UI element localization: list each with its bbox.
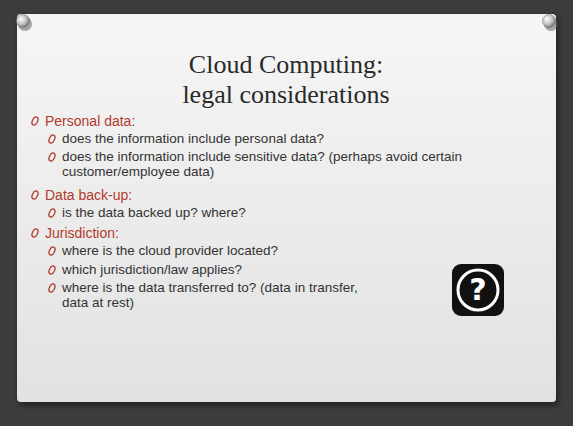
bullet-mark: [31, 228, 39, 238]
slide-panel: [17, 14, 556, 402]
bullet-heading: Data back-up:: [45, 187, 345, 203]
bullet-mark: [48, 246, 56, 256]
slide-title: Cloud Computing: legal considerations: [166, 50, 406, 110]
bullet-item: does the information include personal da…: [62, 131, 532, 146]
bullet-item: where is the data transferred to? (data …: [62, 280, 382, 310]
help-icon: ?: [452, 264, 504, 316]
pin: [543, 15, 559, 32]
icon-glyph: ?: [452, 264, 504, 316]
bullet-mark: [48, 208, 56, 218]
bullet-mark: [31, 190, 39, 200]
bullet-item: does the information include sensitive d…: [62, 149, 532, 179]
bullet-heading: Personal data:: [45, 113, 345, 129]
bullet-item: is the data backed up? where?: [62, 205, 462, 220]
bullet-mark: [48, 283, 56, 293]
bullet-mark: [48, 152, 56, 162]
bullet-mark: [48, 265, 56, 275]
bullet-item: which jurisdiction/law applies?: [62, 262, 432, 277]
bullet-mark: [48, 134, 56, 144]
bullet-mark: [31, 116, 39, 126]
pin: [17, 15, 33, 32]
bullet-heading: Jurisdiction:: [45, 225, 345, 241]
icon-square: [452, 264, 504, 316]
bullet-item: where is the cloud provider located?: [62, 243, 432, 258]
